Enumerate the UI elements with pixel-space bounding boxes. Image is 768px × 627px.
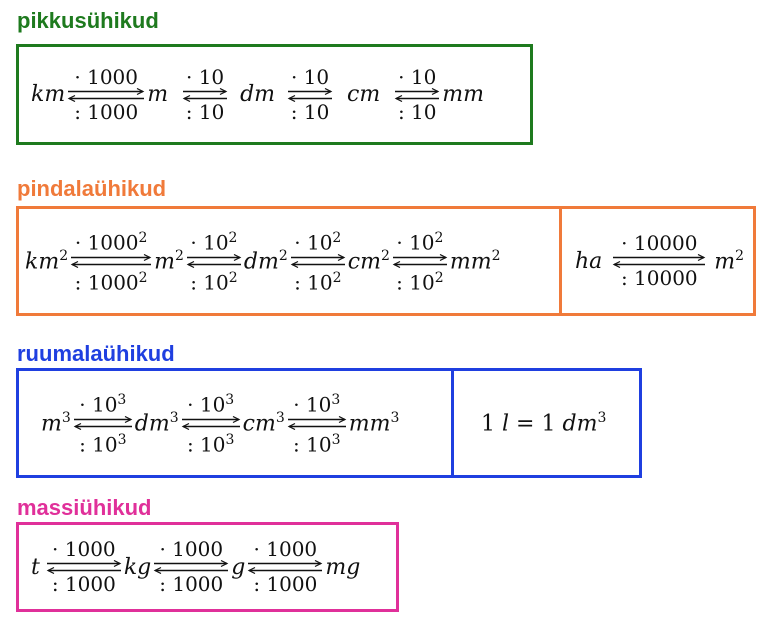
unit-m3: m3 xyxy=(41,409,71,437)
multiply-label: · 1000 xyxy=(74,64,139,89)
double-arrow-icon xyxy=(287,416,347,430)
mass-units-chain: t · 1000 : 1000 kg · 1000 : 1000 g · 100… xyxy=(31,525,360,609)
double-arrow-icon xyxy=(186,254,242,268)
divide-label: : 1000 xyxy=(74,99,139,124)
volume-box-divider xyxy=(451,371,454,475)
multiply-label: · 10 xyxy=(185,64,225,89)
double-arrow-icon xyxy=(290,254,346,268)
double-arrow-icon xyxy=(182,87,228,102)
unit-mm2: mm2 xyxy=(449,247,501,275)
divide-label: : 1000 xyxy=(51,572,116,596)
unit-t: t xyxy=(31,554,40,580)
double-arrow-icon xyxy=(70,254,152,268)
unit-mg: mg xyxy=(325,554,361,580)
length-units-heading: pikkusühikud xyxy=(17,8,159,33)
divide-label: : 10 xyxy=(290,99,330,124)
double-arrow-icon xyxy=(248,560,323,574)
volume-units-heading: ruumalaühikud xyxy=(17,341,175,366)
multiply-label: · 1000 xyxy=(253,537,318,561)
unit-dm3: dm3 xyxy=(134,409,179,437)
unit-mm: mm xyxy=(442,82,484,107)
divide-label: : 1000 xyxy=(159,572,224,596)
unit-km: km xyxy=(31,82,66,107)
unit-mm3: mm3 xyxy=(348,409,400,437)
unit-ha: ha xyxy=(575,248,603,274)
divide-label: : 10002 xyxy=(74,270,148,295)
hectare-conversion: ha · 10000 : 10000 m2 xyxy=(575,209,744,313)
conversion-m3-dm3: · 103 : 103 xyxy=(73,390,133,455)
double-arrow-icon xyxy=(46,560,122,574)
conversion-ha-m2: · 10000 : 10000 xyxy=(612,233,706,289)
double-arrow-icon xyxy=(181,416,241,430)
divide-label: : 103 xyxy=(186,432,235,457)
divide-label: : 1000 xyxy=(253,572,318,596)
volume-units-box: m3 · 103 : 103 dm3 · 103 : 103 cm3 · 103… xyxy=(16,368,642,478)
conversion-km-m: · 1000 : 1000 xyxy=(67,64,145,124)
conversion-m-dm: · 10 : 10 xyxy=(182,64,228,124)
area-units-box: km2 · 10002 : 10002 m2 · 102 : 102 dm2 ·… xyxy=(16,206,756,316)
conversion-cm-mm: · 10 : 10 xyxy=(394,64,440,124)
mass-units-box: t · 1000 : 1000 kg · 1000 : 1000 g · 100… xyxy=(16,522,399,612)
divide-label: : 10 xyxy=(185,99,225,124)
divide-label: : 102 xyxy=(190,270,238,295)
litre-equation: 1 l = 1 dm3 xyxy=(481,409,607,437)
conversion-m2-dm2: · 102 : 102 xyxy=(186,228,242,293)
unit-dm: dm xyxy=(240,82,276,107)
multiply-label: · 102 xyxy=(396,230,444,255)
conversion-km2-m2: · 10002 : 10002 xyxy=(70,228,152,293)
mass-units-heading: massiühikud xyxy=(17,495,152,520)
area-box-divider xyxy=(559,209,562,313)
length-units-chain: km · 1000 : 1000 m · 10 : 10 dm · 10 : 1… xyxy=(31,47,484,142)
unit-cm3: cm3 xyxy=(242,409,285,437)
volume-units-chain: m3 · 103 : 103 dm3 · 103 : 103 cm3 · 103… xyxy=(41,371,399,475)
area-units-heading: pindalaühikud xyxy=(17,176,167,201)
double-arrow-icon xyxy=(392,254,448,268)
double-arrow-icon xyxy=(153,560,229,574)
conversion-cm2-mm2: · 102 : 102 xyxy=(392,228,448,293)
unit-cm2: cm2 xyxy=(347,247,390,275)
unit-m2: m2 xyxy=(154,247,184,275)
double-arrow-icon xyxy=(394,87,440,102)
conversion-t-kg: · 1000 : 1000 xyxy=(46,539,122,595)
multiply-label: · 1000 xyxy=(52,537,116,561)
conversion-dm2-cm2: · 102 : 102 xyxy=(290,228,346,293)
divide-label: : 10000 xyxy=(620,266,698,290)
double-arrow-icon xyxy=(73,416,133,430)
conversion-cm3-mm3: · 103 : 103 xyxy=(287,390,347,455)
unit-cm: cm xyxy=(347,82,381,107)
double-arrow-icon xyxy=(612,254,706,268)
divide-label: : 103 xyxy=(293,432,341,457)
multiply-label: · 103 xyxy=(79,392,127,417)
unit-kg: kg xyxy=(123,554,152,580)
multiply-label: · 102 xyxy=(190,230,238,255)
multiply-label: · 10 xyxy=(398,64,437,89)
double-arrow-icon xyxy=(67,87,145,102)
unit-m: m xyxy=(147,82,169,107)
divide-label: : 102 xyxy=(396,270,444,295)
unit-dm2: dm2 xyxy=(243,247,288,275)
litre-equivalence: 1 l = 1 dm3 xyxy=(481,371,606,475)
multiply-label: · 1000 xyxy=(159,537,224,561)
unit-g: g xyxy=(231,554,246,580)
length-units-box: km · 1000 : 1000 m · 10 : 10 dm · 10 : 1… xyxy=(16,44,533,145)
multiply-label: · 10000 xyxy=(621,231,698,255)
multiply-label: · 103 xyxy=(187,392,235,417)
conversion-kg-g: · 1000 : 1000 xyxy=(153,539,229,595)
divide-label: : 103 xyxy=(79,432,127,457)
multiply-label: · 10002 xyxy=(74,230,148,255)
conversion-dm-cm: · 10 : 10 xyxy=(287,64,333,124)
multiply-label: · 10 xyxy=(290,64,330,89)
conversion-g-mg: · 1000 : 1000 xyxy=(247,539,323,595)
multiply-label: · 102 xyxy=(294,230,342,255)
area-units-chain: km2 · 10002 : 10002 m2 · 102 : 102 dm2 ·… xyxy=(25,209,501,313)
double-arrow-icon xyxy=(287,87,333,102)
divide-label: : 102 xyxy=(294,270,342,295)
conversion-dm3-cm3: · 103 : 103 xyxy=(181,390,241,455)
multiply-label: · 103 xyxy=(293,392,341,417)
divide-label: : 10 xyxy=(397,99,437,124)
unit-m2: m2 xyxy=(714,247,745,275)
unit-km2: km2 xyxy=(25,247,69,275)
